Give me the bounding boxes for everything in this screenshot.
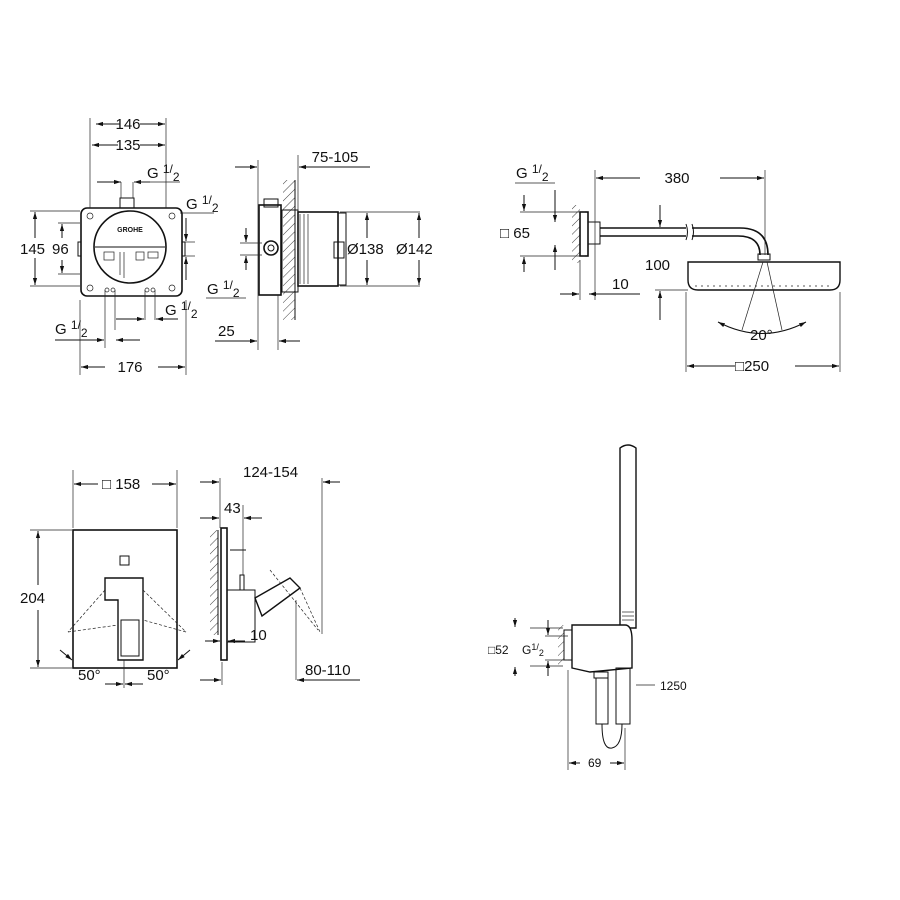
svg-text:G 1/2: G 1/2 bbox=[186, 193, 219, 215]
top-inlet bbox=[119, 197, 135, 209]
dim-100: 100 bbox=[645, 257, 670, 274]
dim-10: 10 bbox=[250, 627, 267, 644]
dim-43: 43 bbox=[224, 500, 241, 517]
grohe-logo: GROHE bbox=[117, 227, 143, 234]
shower-arm-view: 380 G 1/2 □ 65 100 10 20° □250 bbox=[500, 162, 841, 375]
dim-75-105: 75-105 bbox=[312, 149, 359, 166]
box-details bbox=[86, 212, 176, 293]
wall-hatch bbox=[572, 205, 580, 263]
mounting-plate bbox=[258, 204, 282, 296]
thread-label: G 1/2 bbox=[516, 162, 549, 184]
cover-plate-side bbox=[220, 527, 228, 661]
svg-text:G 1/2: G 1/2 bbox=[516, 162, 549, 184]
hand-shower-view: □52 G1/2 1250 69 bbox=[488, 444, 687, 770]
dim-204: 204 bbox=[20, 590, 45, 607]
shower-arm bbox=[600, 227, 686, 237]
shower-hose bbox=[601, 723, 623, 749]
svg-text:G1/2: G1/2 bbox=[522, 642, 544, 658]
dim-69: 69 bbox=[588, 756, 602, 770]
mixer-lever-side bbox=[254, 577, 302, 618]
dim-tilt-20: 20° bbox=[750, 327, 773, 344]
tilt-arc bbox=[717, 321, 807, 334]
mixer-front-view: □ 158 204 50° 50° bbox=[20, 470, 191, 688]
box-dial-circle bbox=[93, 210, 167, 284]
dim-176: 176 bbox=[117, 359, 142, 376]
dim-146: 146 bbox=[115, 116, 140, 133]
lever-swing-outline bbox=[67, 589, 187, 633]
dim-dia-138: Ø138 bbox=[347, 241, 384, 258]
thread-label: G1/2 bbox=[522, 642, 544, 658]
thread-label: G 1/2 bbox=[147, 162, 180, 184]
dim-65: □ 65 bbox=[500, 225, 530, 242]
dim-158: □ 158 bbox=[102, 476, 140, 493]
dim-25: 25 bbox=[218, 323, 235, 340]
svg-text:G 1/2: G 1/2 bbox=[147, 162, 180, 184]
svg-text:G 1/2: G 1/2 bbox=[165, 299, 198, 321]
shower-head bbox=[687, 261, 841, 291]
dim-135: 135 bbox=[115, 137, 140, 154]
thread-label: G 1/2 bbox=[165, 299, 198, 321]
wall-flange bbox=[579, 211, 589, 257]
side-inlet bbox=[263, 240, 279, 256]
wall-hatch bbox=[283, 180, 295, 320]
thread-label: G 1/2 bbox=[186, 193, 219, 215]
wall-outlet-holder bbox=[571, 624, 633, 673]
svg-text:G 1/2: G 1/2 bbox=[207, 278, 240, 300]
dim-angle-left: 50° bbox=[78, 667, 101, 684]
break-mark bbox=[685, 223, 694, 241]
svg-text:G 1/2: G 1/2 bbox=[55, 318, 88, 340]
hand-shower bbox=[619, 444, 637, 629]
dim-52: □52 bbox=[488, 643, 509, 657]
dim-96: 96 bbox=[52, 241, 69, 258]
box-side-view: 75-105 25 G 1/2 Ø138 Ø142 bbox=[206, 149, 433, 350]
mixer-side-view: 124-154 43 10 80-110 bbox=[200, 464, 360, 685]
mixer-lever bbox=[104, 577, 144, 661]
dim-1250: 1250 bbox=[660, 679, 687, 693]
dim-angle-right: 50° bbox=[147, 667, 170, 684]
thread-label: G 1/2 bbox=[207, 278, 240, 300]
wall-hatch bbox=[210, 530, 218, 635]
dim-10: 10 bbox=[612, 276, 629, 293]
dim-250: □250 bbox=[735, 358, 769, 375]
dim-80-110: 80-110 bbox=[305, 662, 351, 679]
dim-145: 145 bbox=[20, 241, 45, 258]
diverter-button bbox=[119, 555, 130, 566]
mixer-cover-plate bbox=[72, 529, 178, 669]
thread-label: G 1/2 bbox=[55, 318, 88, 340]
mixer-body-side bbox=[226, 589, 256, 643]
dim-dia-142: Ø142 bbox=[396, 241, 433, 258]
wall-hatch bbox=[558, 625, 564, 665]
box-front-view: GROHE 146 135 G 1/2 G 1/2 145 96 G 1/2 G bbox=[20, 116, 219, 376]
dim-124-154: 124-154 bbox=[243, 464, 298, 481]
dim-380: 380 bbox=[664, 170, 689, 187]
